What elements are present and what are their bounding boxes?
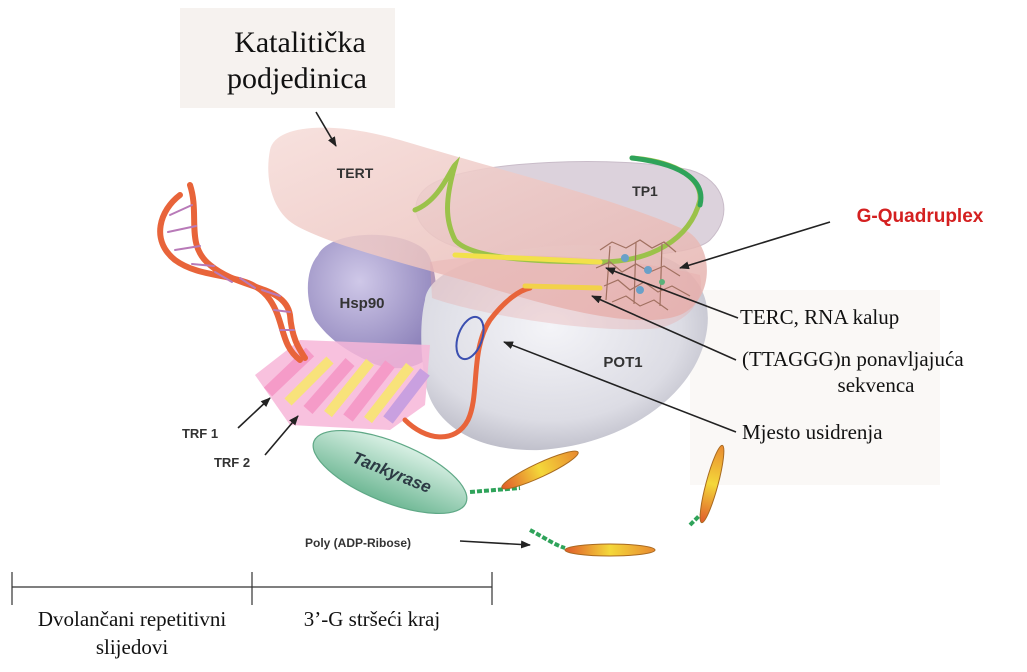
catalytic-subunit-label-1: Katalitička <box>234 26 366 59</box>
double-strand-label-1: Dvolančani repetitivni <box>38 607 227 631</box>
g-quadruplex-label: G-Quadruplex <box>857 206 984 227</box>
scale-bar <box>12 572 492 605</box>
tp1-label: TP1 <box>632 183 658 199</box>
terc-label: TERC, RNA kalup <box>740 305 899 329</box>
tert-label: TERT <box>337 165 374 181</box>
anchor-site-label: Mjesto usidrenja <box>742 420 883 444</box>
trf-complex <box>255 340 430 430</box>
catalytic-subunit-label-2: podjedinica <box>227 62 367 95</box>
double-strand-label-2: slijedovi <box>96 635 168 659</box>
repeat-sequence-label-1: (TTAGGG)n ponavljajuća <box>742 347 964 371</box>
repeat-sequence-strand <box>525 286 600 288</box>
poly-adp-ribose-label: Poly (ADP-Ribose) <box>305 536 411 550</box>
pot1-label: POT1 <box>603 354 642 371</box>
repeat-sequence-label-2: sekvenca <box>838 373 916 397</box>
trf1-label: TRF 1 <box>182 426 218 441</box>
overhang-label: 3’-G stršeći kraj <box>304 607 440 631</box>
hsp90-label: Hsp90 <box>339 295 384 312</box>
poly-adp-ribose-chains <box>470 444 728 556</box>
trf2-label: TRF 2 <box>214 455 250 470</box>
